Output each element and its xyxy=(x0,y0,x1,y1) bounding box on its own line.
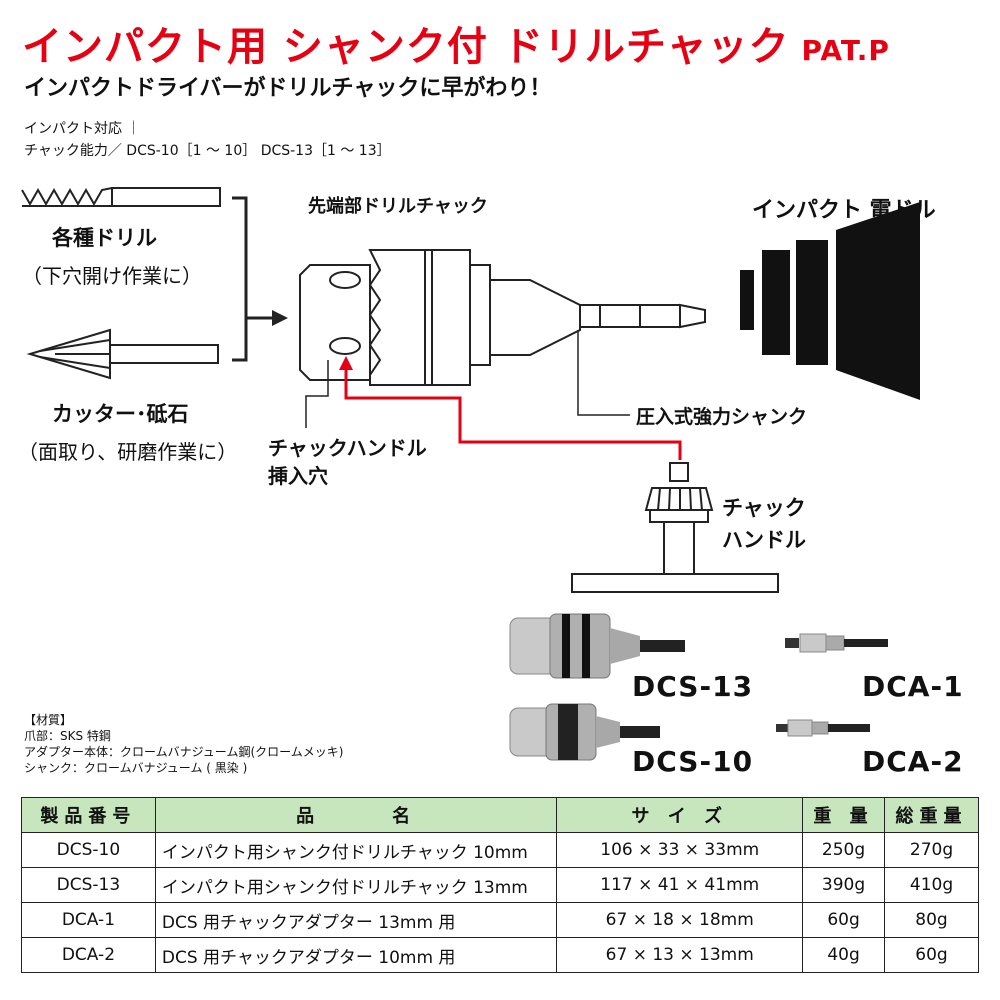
drill-label: 各種ドリル xyxy=(52,226,157,250)
model-dca2: DCA-2 xyxy=(862,745,964,778)
cell-size: 106 × 33 × 33mm xyxy=(556,832,804,868)
header-product-name: 品 名 xyxy=(154,797,558,833)
chuck-label: 先端部ドリルチャック xyxy=(308,196,488,217)
page-subtitle: インパクトドライバーがドリルチャックに早がわり！ xyxy=(24,76,552,101)
cell-size: 67 × 13 × 13mm xyxy=(556,937,804,973)
pat-label: PAT.P xyxy=(801,34,890,67)
cell-name: インパクト用シャンク付ドリルチャック 13mm xyxy=(154,867,558,903)
cell-size: 117 × 41 × 41mm xyxy=(556,867,804,903)
model-dcs13: DCS-13 xyxy=(632,670,754,703)
chuck-handle-label-1: チャック xyxy=(722,496,806,520)
header-size: サ イ ズ xyxy=(556,797,804,833)
cell-total-weight: 60g xyxy=(884,937,979,973)
usage-diagram: 各種ドリル （下穴開け作業に） カッター･砥石 （面取り、研磨作業に） 先端部ド… xyxy=(0,170,1000,610)
cell-code: DCA-1 xyxy=(21,902,156,938)
cell-total-weight: 270g xyxy=(884,832,979,868)
spec-capacity: チャック能力／ DCS-10［1 〜 10］ DCS-13［1 〜 13］ xyxy=(24,143,391,159)
materials-heading: 【材質】 xyxy=(24,713,73,727)
table-row: DCS-13 インパクト用シャンク付ドリルチャック 13mm 117 × 41 … xyxy=(21,867,979,903)
table-row: DCS-10 インパクト用シャンク付ドリルチャック 10mm 106 × 33 … xyxy=(21,832,979,868)
bracket xyxy=(232,196,248,362)
cell-name: インパクト用シャンク付ドリルチャック 10mm xyxy=(154,832,558,868)
spec-impact: インパクト対応 ｜ xyxy=(24,121,141,137)
impact-label: インパクト 電ドル xyxy=(752,198,936,223)
chuck-key-icon xyxy=(571,462,779,593)
cell-total-weight: 80g xyxy=(884,902,979,938)
dcs13-photo xyxy=(509,613,685,679)
cutter-label: カッター･砥石 xyxy=(52,402,189,426)
materials-line: シャンク：クロームバナジューム ( 黒染 ) xyxy=(24,761,248,775)
cell-weight: 60g xyxy=(802,902,886,938)
cell-code: DCS-13 xyxy=(21,867,156,903)
shank-label: 圧入式強力シャンク xyxy=(636,406,808,428)
drill-sublabel: （下穴開け作業に） xyxy=(22,264,202,288)
header-product-code: 製品番号 xyxy=(21,797,156,833)
materials-line: 爪部：SKS 特鋼 xyxy=(24,729,111,743)
table-header-row: 製品番号 品 名 サ イ ズ 重 量 総重量 xyxy=(21,797,979,833)
header-weight: 重 量 xyxy=(802,797,886,833)
product-photos xyxy=(509,613,888,761)
handle-hole-label-1: チャックハンドル xyxy=(268,436,427,460)
chuck-handle-label-2: ハンドル xyxy=(722,528,806,552)
dca1-photo xyxy=(785,633,888,653)
handle-hole-label-2: 挿入穴 xyxy=(268,464,328,488)
table-row: DCA-2 DCS 用チャックアダプター 10mm 用 67 × 13 × 13… xyxy=(21,937,979,973)
cutter-icon xyxy=(26,328,219,380)
cutter-sublabel: （面取り、研磨作業に） xyxy=(18,440,238,464)
materials-block: 【材質】 爪部：SKS 特鋼 アダプター本体：クロームバナジューム鋼(クロームメ… xyxy=(24,712,343,776)
cell-code: DCA-2 xyxy=(21,937,156,973)
cell-weight: 390g xyxy=(802,867,886,903)
header-total-weight: 総重量 xyxy=(884,797,979,833)
cell-weight: 250g xyxy=(802,832,886,868)
cell-name: DCS 用チャックアダプター 10mm 用 xyxy=(154,937,558,973)
cell-weight: 40g xyxy=(802,937,886,973)
spec-table: 製品番号 品 名 サ イ ズ 重 量 総重量 DCS-10 インパクト用シャンク… xyxy=(21,797,979,973)
dca2-photo xyxy=(776,719,870,737)
table-row: DCA-1 DCS 用チャックアダプター 13mm 用 67 × 18 × 18… xyxy=(21,902,979,938)
cell-size: 67 × 18 × 18mm xyxy=(556,902,804,938)
impact-driver-icon xyxy=(740,202,920,400)
drill-bit-icon xyxy=(21,187,221,207)
cell-name: DCS 用チャックアダプター 13mm 用 xyxy=(154,902,558,938)
model-dcs10: DCS-10 xyxy=(632,745,754,778)
diagram-drawing xyxy=(21,187,920,593)
model-dca1: DCA-1 xyxy=(862,670,964,703)
drill-chuck-drawing xyxy=(299,249,706,386)
materials-line: アダプター本体：クロームバナジューム鋼(クロームメッキ) xyxy=(24,745,344,759)
red-arrow xyxy=(344,368,682,460)
cell-total-weight: 410g xyxy=(884,867,979,903)
dcs10-photo xyxy=(509,703,660,761)
arrow-right-icon xyxy=(272,310,288,326)
cell-code: DCS-10 xyxy=(21,832,156,868)
